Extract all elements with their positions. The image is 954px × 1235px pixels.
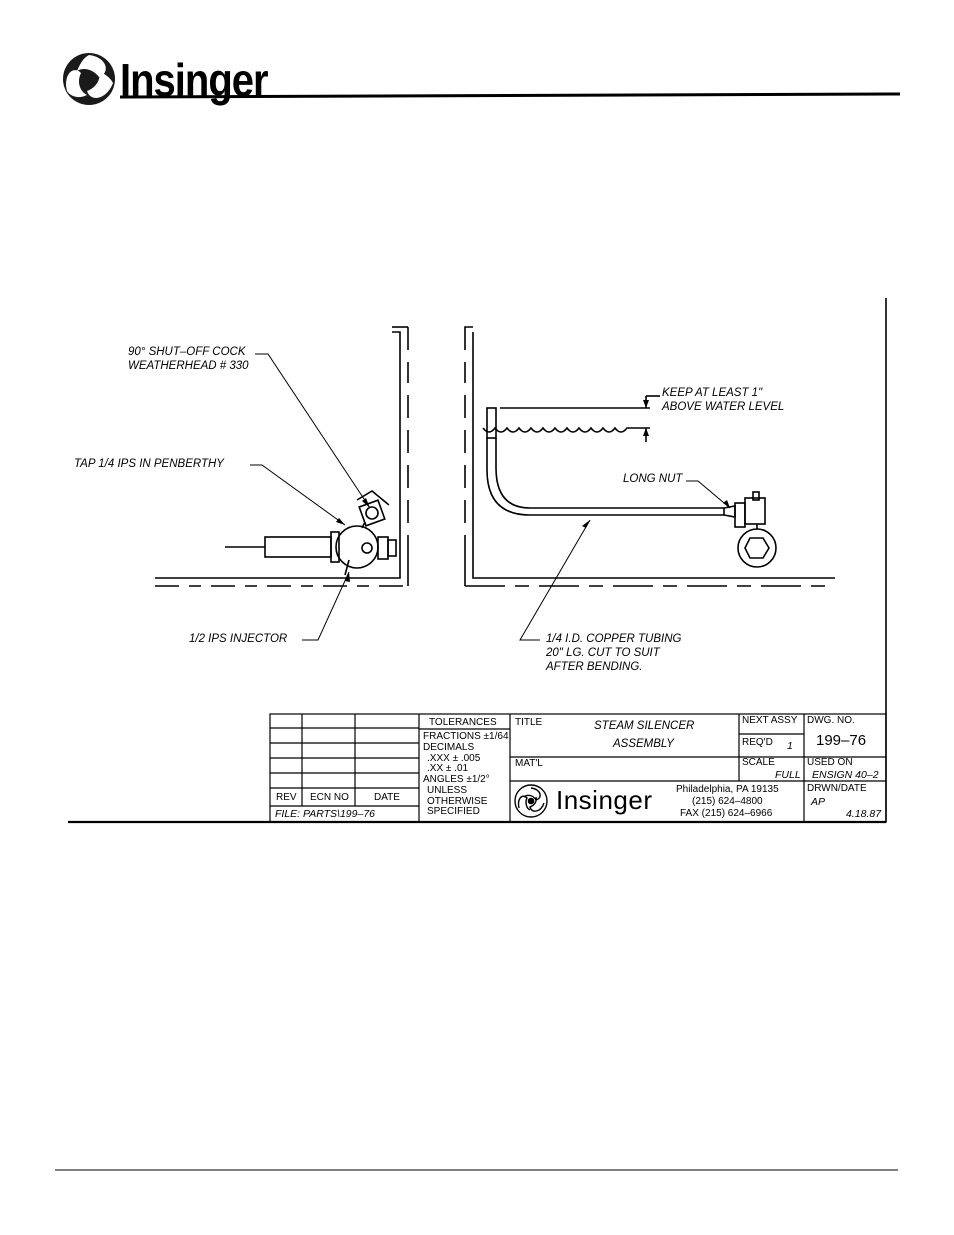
callout-shutoff-line1: 90° SHUT–OFF COCK — [128, 346, 246, 358]
tol-specified: SPECIFIED — [427, 806, 480, 817]
matl-label: MAT'L — [515, 758, 543, 769]
callout-keep-line2: ABOVE WATER LEVEL — [662, 401, 785, 413]
dwg-no-value: 199–76 — [816, 732, 867, 749]
drawn-date: 4.18.87 — [846, 808, 882, 820]
brand-wordmark: Insinger — [120, 55, 269, 107]
title-line1: STEAM SILENCER — [594, 720, 695, 732]
callout-injector: 1/2 IPS INJECTOR — [189, 633, 288, 645]
callout-shutoff-line2: WEATHERHEAD # 330 — [128, 360, 249, 372]
tol-decimals: DECIMALS — [423, 742, 475, 753]
titleblock-logo-icon — [514, 784, 548, 818]
company-fax: FAX (215) 624–6966 — [680, 808, 773, 819]
tol-fractions: FRACTIONS ±1/64 — [423, 731, 509, 742]
callout-long-nut: LONG NUT — [623, 473, 683, 485]
tol-angles: ANGLES ±1/2° — [423, 774, 490, 785]
long-nut-fitting — [723, 491, 777, 568]
callout-tubing-line2: 20" LG. CUT TO SUIT — [546, 647, 660, 659]
right-tank-wall — [464, 326, 835, 587]
company-name: Insinger — [556, 785, 653, 815]
callout-tubing-line1: 1/4 I.D. COPPER TUBING — [546, 633, 682, 645]
shutoff-cock — [356, 490, 390, 529]
date-header: DATE — [374, 792, 400, 803]
next-assy-label: NEXT ASSY — [742, 715, 798, 726]
tol-unless: UNLESS — [427, 785, 468, 796]
rev-header: REV — [276, 792, 297, 803]
file-path: FILE: PARTS\199–76 — [275, 808, 376, 820]
copper-tubing — [486, 407, 724, 516]
tol-otherwise: OTHERWISE — [427, 796, 488, 807]
company-phone: (215) 624–4800 — [692, 796, 763, 807]
ecn-header: ECN NO — [310, 792, 349, 803]
company-address: Philadelphia, PA 19135 — [676, 784, 779, 795]
callout-keep-line1: KEEP AT LEAST 1" — [662, 387, 763, 399]
tolerances-header: TOLERANCES — [429, 717, 497, 728]
title-block-grid — [68, 713, 887, 824]
reqd-value: 1 — [787, 740, 793, 752]
water-level — [482, 426, 650, 433]
tol-xx: .XX ± .01 — [427, 763, 469, 774]
drwn-date-label: DRWN/DATE — [807, 783, 867, 794]
injector-body — [225, 525, 397, 576]
reqd-label: REQ'D — [742, 737, 773, 748]
used-on-label: USED ON — [807, 757, 853, 768]
callout-tap: TAP 1/4 IPS IN PENBERTHY — [74, 458, 224, 470]
tol-xxx: .XXX ± .005 — [427, 753, 481, 764]
title-label: TITLE — [515, 717, 543, 728]
scale-label: SCALE — [742, 757, 775, 768]
used-on-value: ENSIGN 40–2 — [812, 769, 879, 781]
left-tank-wall — [155, 326, 409, 587]
title-line2: ASSEMBLY — [613, 738, 674, 750]
callout-tubing-line3: AFTER BENDING. — [546, 661, 643, 673]
scale-value: FULL — [775, 769, 801, 781]
drawn-by: AP — [811, 796, 826, 808]
dwg-no-label: DWG. NO. — [807, 715, 855, 726]
